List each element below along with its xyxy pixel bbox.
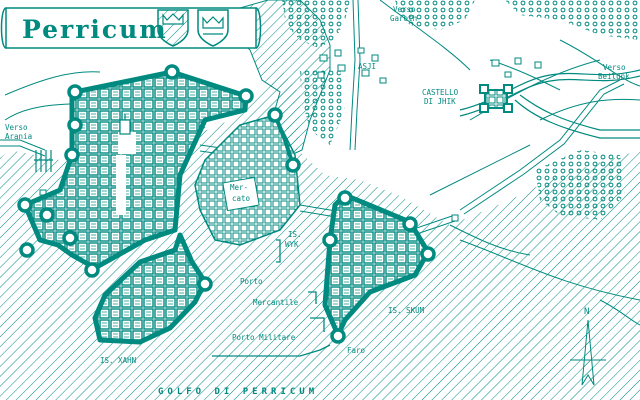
label-verso-arania-1: Verso bbox=[5, 123, 28, 132]
label-porto-2: Mercantile bbox=[253, 298, 299, 307]
map-labels: Verso Arania Verso Gareth ASJI CASTELLO … bbox=[5, 5, 630, 397]
bridge-gate bbox=[451, 214, 459, 222]
label-castello-2: DI JHIK bbox=[424, 97, 456, 106]
label-asji: ASJI bbox=[358, 62, 376, 71]
skum-island bbox=[322, 192, 431, 338]
label-verso-gareth-1: Verso bbox=[393, 5, 416, 14]
market-tower-1 bbox=[267, 107, 283, 123]
crown-shield-icon bbox=[157, 9, 189, 47]
label-verso-arania-2: Arania bbox=[5, 132, 32, 141]
label-verso-beilunk-1: Verso bbox=[603, 63, 626, 72]
label-is-skum: IS. SKUM bbox=[388, 306, 425, 315]
forests bbox=[282, 0, 640, 220]
xahn-island bbox=[92, 232, 208, 345]
cathedral-icon bbox=[119, 114, 131, 135]
label-mercato-1: Mer- bbox=[230, 183, 248, 192]
harbour-jetties bbox=[212, 239, 331, 357]
west-gate-icon bbox=[34, 150, 53, 172]
xahn-tower bbox=[197, 276, 213, 292]
north-label: N bbox=[584, 307, 589, 317]
label-verso-beilunk-2: Beilunk bbox=[598, 72, 630, 81]
market-tower-2 bbox=[285, 157, 301, 173]
outlying-buildings bbox=[39, 47, 542, 196]
castle-icon bbox=[479, 84, 513, 113]
label-castello-1: CASTELLO bbox=[422, 88, 459, 97]
city-plaza-road bbox=[116, 155, 126, 215]
label-faro: Faro bbox=[347, 346, 366, 355]
city-towers bbox=[17, 64, 254, 278]
crown-shield-icon bbox=[197, 9, 229, 47]
label-gulf: GOLFO DI PERRICUM bbox=[158, 387, 318, 397]
label-mercato-2: cato bbox=[232, 194, 251, 203]
map-title: Perricum bbox=[22, 15, 168, 44]
label-verso-gareth-2: Gareth bbox=[390, 14, 417, 23]
label-porto-militare: Porto Militare bbox=[232, 333, 296, 342]
north-arrow-icon: N bbox=[570, 307, 606, 386]
market-square bbox=[222, 176, 260, 212]
label-is-xahn: IS. XAHN bbox=[100, 356, 136, 365]
label-porto-1: Porto bbox=[240, 277, 263, 286]
label-is-wyk-1: IS. bbox=[288, 230, 302, 239]
city-plaza bbox=[118, 132, 136, 154]
market-wall bbox=[273, 114, 295, 166]
skum-towers bbox=[322, 190, 436, 344]
label-is-wyk-2: WYK bbox=[285, 240, 299, 249]
